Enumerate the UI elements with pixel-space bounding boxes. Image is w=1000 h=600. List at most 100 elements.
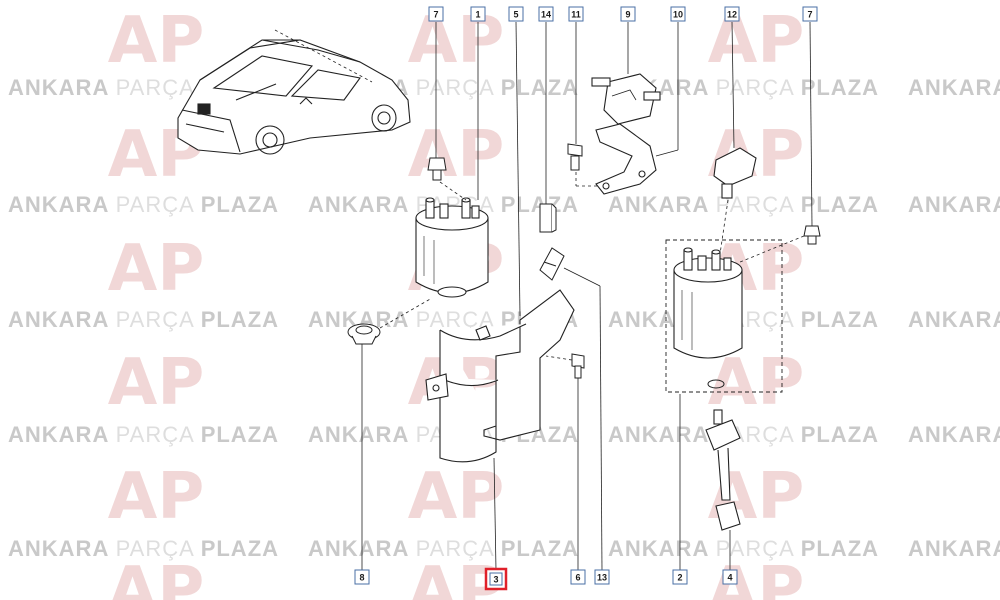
callout-label: 9: [625, 10, 630, 20]
callout-7-top-right[interactable]: 7: [802, 6, 818, 22]
watermark-word-1: ANKARA: [8, 192, 116, 217]
watermark-word-3: PLAZA: [801, 307, 879, 332]
callout-label: 1: [475, 10, 480, 20]
watermark-word-2: PARÇA: [116, 422, 201, 447]
screw-left: [427, 157, 447, 181]
watermark-word-1: ANKARA: [608, 536, 716, 561]
screw-right: [803, 225, 821, 245]
watermark-text: ANKARA PARÇA PLAZA: [8, 422, 279, 447]
callout-label: 6: [575, 573, 580, 583]
leader-lines: [361, 21, 813, 571]
watermark-word-1: ANKARA: [308, 192, 416, 217]
watermark-logo: AP: [108, 460, 204, 534]
callout-3-highlighted[interactable]: 3: [484, 567, 508, 591]
watermark-text: ANKARA PARÇA PLAZA: [608, 307, 879, 332]
watermark-word-1: ANKARA: [8, 422, 116, 447]
callout-7-top-left[interactable]: 7: [428, 6, 444, 22]
callouts: 7 1 5 14 11 9 10 12: [354, 6, 818, 591]
callout-1[interactable]: 1: [470, 6, 486, 22]
watermark-word-2: PARÇA: [716, 536, 801, 561]
watermark-word-1: ANKARA: [908, 307, 1000, 332]
watermark-word-3: PLAZA: [801, 75, 879, 100]
o-ring: [707, 379, 725, 389]
watermark-text: ANKARA PARÇA PLAZA: [608, 192, 879, 217]
callout-12[interactable]: 12: [724, 6, 740, 22]
callout-label: 10: [673, 10, 683, 20]
watermark-text: ANKARA PARÇA PLAZA: [8, 536, 279, 561]
callout-label: 4: [727, 573, 732, 583]
watermark-logo: AP: [408, 460, 504, 534]
watermark-text: ANKARA PARÇA PLAZA: [908, 75, 1000, 100]
callout-6[interactable]: 6: [570, 569, 586, 585]
callout-label: 8: [359, 573, 364, 583]
callout-4[interactable]: 4: [722, 569, 738, 585]
watermark-word-2: PARÇA: [716, 75, 801, 100]
watermark-text: ANKARA PARÇA PLAZA: [908, 422, 1000, 447]
callout-label: 12: [727, 10, 737, 20]
callout-11[interactable]: 11: [568, 6, 584, 22]
watermark-word-3: PLAZA: [201, 307, 279, 332]
watermark-word-2: PARÇA: [116, 75, 201, 100]
watermark-word-1: ANKARA: [8, 307, 116, 332]
watermark-word-3: PLAZA: [201, 536, 279, 561]
watermark-word-1: ANKARA: [608, 422, 716, 447]
heat-shield: [425, 289, 575, 463]
detail-box: [665, 239, 783, 393]
watermark-text: ANKARA PARÇA PLAZA: [908, 307, 1000, 332]
watermark-word-1: ANKARA: [908, 192, 1000, 217]
callout-10[interactable]: 10: [670, 6, 686, 22]
watermark-text: ANKARA PARÇA PLAZA: [608, 422, 879, 447]
watermark-logo: AP: [708, 4, 804, 78]
callout-label: 5: [513, 10, 518, 20]
callout-8[interactable]: 8: [354, 569, 370, 585]
watermark-text: ANKARA PARÇA PLAZA: [608, 536, 879, 561]
watermark-word-3: PLAZA: [801, 422, 879, 447]
callout-label: 7: [807, 10, 812, 20]
watermark-word-3: PLAZA: [201, 422, 279, 447]
watermark-logo: AP: [108, 4, 204, 78]
watermark-text: ANKARA PARÇA PLAZA: [308, 536, 579, 561]
watermark-logo: AP: [108, 554, 204, 600]
watermark-word-1: ANKARA: [8, 75, 116, 100]
watermark-word-3: PLAZA: [501, 536, 579, 561]
watermark-logo: AP: [108, 232, 204, 306]
screw-6: [571, 353, 585, 379]
watermark-word-3: PLAZA: [801, 536, 879, 561]
callout-label: 3: [493, 575, 498, 585]
screw-11: [567, 143, 583, 171]
watermark-word-1: ANKARA: [908, 75, 1000, 100]
valve-9: [591, 73, 661, 125]
watermark-word-1: ANKARA: [8, 536, 116, 561]
watermark-word-1: ANKARA: [608, 192, 716, 217]
watermark-word-1: ANKARA: [308, 536, 416, 561]
watermark-word-3: PLAZA: [501, 75, 579, 100]
watermark-text: ANKARA PARÇA PLAZA: [908, 536, 1000, 561]
watermark-word-2: PARÇA: [116, 192, 201, 217]
bracket-clip: [347, 323, 381, 345]
callout-9[interactable]: 9: [620, 6, 636, 22]
watermark-word-1: ANKARA: [908, 422, 1000, 447]
car-illustration: [177, 39, 411, 155]
callout-5[interactable]: 5: [508, 6, 524, 22]
watermark-logo: AP: [108, 346, 204, 420]
callout-label: 11: [571, 10, 581, 20]
watermark-text: ANKARA PARÇA PLAZA: [8, 192, 279, 217]
watermark-logo: AP: [408, 4, 504, 78]
watermark-word-2: PARÇA: [416, 536, 501, 561]
callout-13[interactable]: 13: [594, 569, 610, 585]
watermark-word-2: PARÇA: [116, 536, 201, 561]
callout-label: 14: [541, 10, 551, 20]
watermark-word-3: PLAZA: [501, 192, 579, 217]
watermark-word-2: PARÇA: [116, 307, 201, 332]
fuel-filter-right: [673, 247, 743, 359]
pipe-13: [539, 247, 565, 281]
clip-14: [539, 203, 557, 233]
watermark-word-1: ANKARA: [908, 536, 1000, 561]
watermark-text: ANKARA PARÇA PLAZA: [908, 192, 1000, 217]
callout-14[interactable]: 14: [538, 6, 554, 22]
fuel-filter-left: [415, 197, 489, 298]
leader-car: [274, 29, 373, 83]
callout-2[interactable]: 2: [672, 569, 688, 585]
bracket-10: [595, 123, 657, 195]
